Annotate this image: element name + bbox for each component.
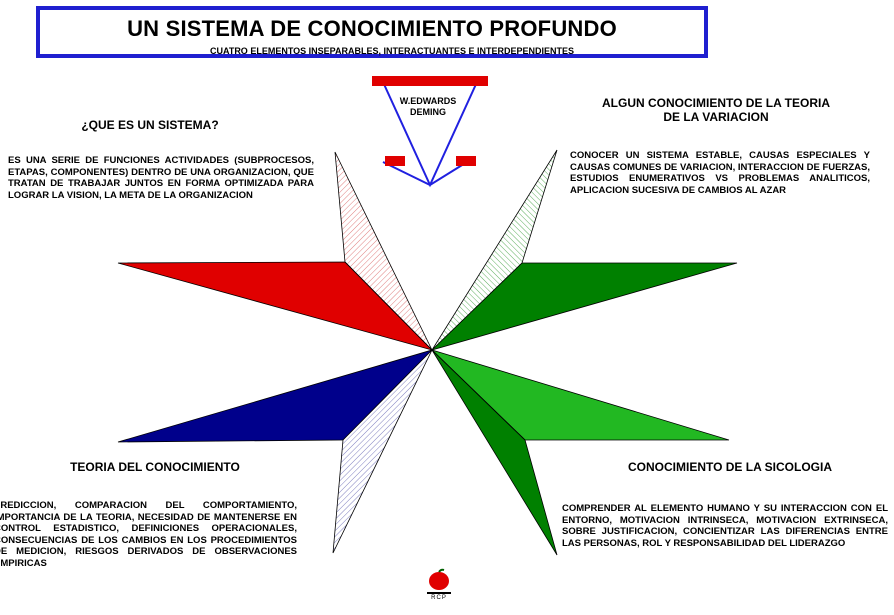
variacion-heading: ALGUN CONOCIMIENTO DE LA TEORIA DE LA VA… (602, 96, 830, 124)
apple-logo-icon (427, 568, 451, 594)
page-subtitle: CUATRO ELEMENTOS INSEPARABLES, INTERACTU… (209, 46, 575, 56)
deming-badge (372, 76, 488, 188)
logo-text: RCP (431, 595, 447, 601)
variacion-text: CONOCER UN SISTEMA ESTABLE, CAUSAS ESPEC… (570, 150, 870, 196)
sicologia-text: COMPRENDER AL ELEMENTO HUMANO Y SU INTER… (562, 503, 888, 549)
page-title: UN SISTEMA DE CONOCIMIENTO PROFUNDO (127, 16, 617, 41)
conocimiento-heading: TEORIA DEL CONOCIMIENTO (70, 460, 240, 474)
blue-hatched-ray (332, 349, 433, 554)
sicologia-heading: CONOCIMIENTO DE LA SICOLOGIA (627, 460, 832, 474)
title-box: UN SISTEMA DE CONOCIMIENTO PROFUNDO CUAT… (36, 6, 708, 58)
sistema-text: ES UNA SERIE DE FUNCIONES ACTIVIDADES (S… (8, 155, 314, 201)
green-ray (431, 262, 738, 351)
sistema-heading: ¿QUE ES UN SISTEMA? (81, 118, 219, 132)
conocimiento-text: PREDICCION, COMPARACION DEL COMPORTAMIEN… (0, 500, 297, 569)
deming-label: W.EDWARDS DEMING (399, 96, 457, 117)
